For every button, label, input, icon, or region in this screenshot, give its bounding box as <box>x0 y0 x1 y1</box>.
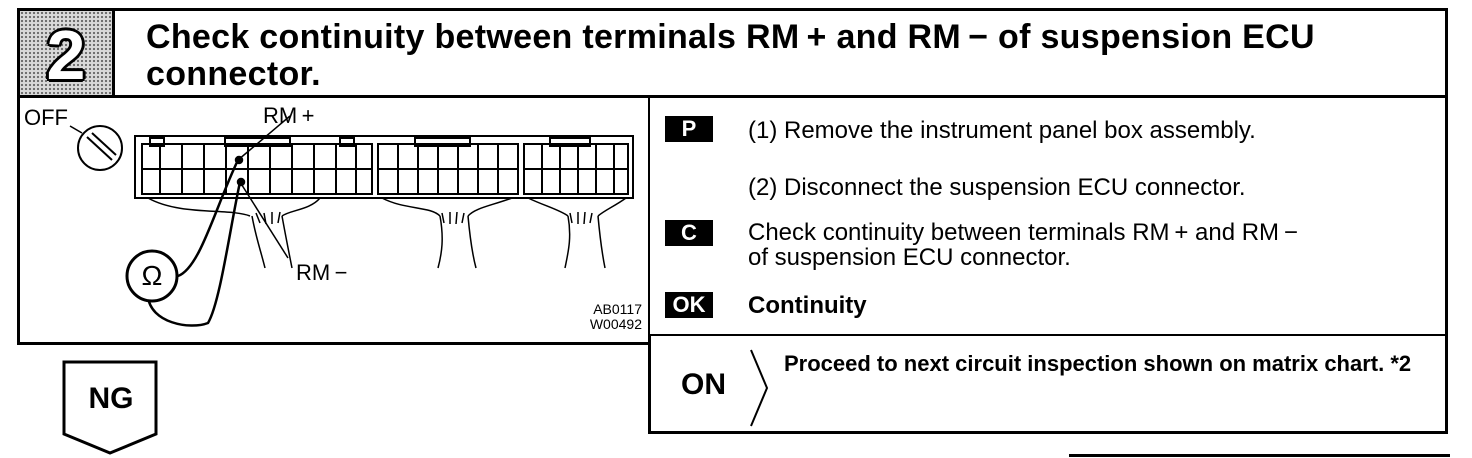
wire-harness <box>147 197 627 269</box>
ignition-switch-icon <box>77 125 123 171</box>
switch-off-label: OFF <box>24 105 68 130</box>
figure-code-1: AB0117 <box>593 301 642 317</box>
ohmmeter-icon <box>125 249 179 303</box>
badge-ok: OK <box>665 292 713 318</box>
down-arrow-pentagon-icon <box>62 360 158 455</box>
connector-diagram <box>69 115 634 327</box>
rm-plus-label: RM + <box>263 103 315 128</box>
bottom-divider <box>1069 454 1450 457</box>
on-result-text: Proceed to next circuit inspection shown… <box>784 351 1412 376</box>
step-title: Check continuity between terminals RM + … <box>146 18 1315 93</box>
badge-p: P <box>665 116 713 142</box>
figure-code-2: W00492 <box>589 316 642 332</box>
step-number-box: 2 <box>20 11 115 95</box>
connector-diagram-panel: OFF RM + RM − Ω AB0117 W00492 <box>17 98 650 345</box>
ng-label: NG <box>88 382 134 415</box>
ohm-symbol: Ω <box>141 260 163 291</box>
step-header: 2 Check continuity between terminals RM … <box>17 8 1448 98</box>
instruction-c-line-1: Check continuity between terminals RM + … <box>748 219 1298 246</box>
instruction-c-line-2: of suspension ECU connector. <box>748 244 1071 271</box>
instructions-panel: P (1) Remove the instrument panel box as… <box>650 98 1448 336</box>
step-number: 2 <box>46 16 86 94</box>
on-label: ON <box>681 368 726 401</box>
ecu-connector <box>134 135 634 199</box>
instruction-p-step-1: (1) Remove the instrument panel box asse… <box>748 117 1256 144</box>
test-leads <box>146 115 291 327</box>
rm-minus-label: RM − <box>296 260 348 285</box>
ok-result-text: Continuity <box>748 292 867 319</box>
badge-c: C <box>665 220 713 246</box>
instruction-p-step-2: (2) Disconnect the suspension ECU connec… <box>748 174 1246 201</box>
on-result-box: ON Proceed to next circuit inspection sh… <box>648 336 1448 434</box>
right-chevron-icon <box>750 349 769 427</box>
